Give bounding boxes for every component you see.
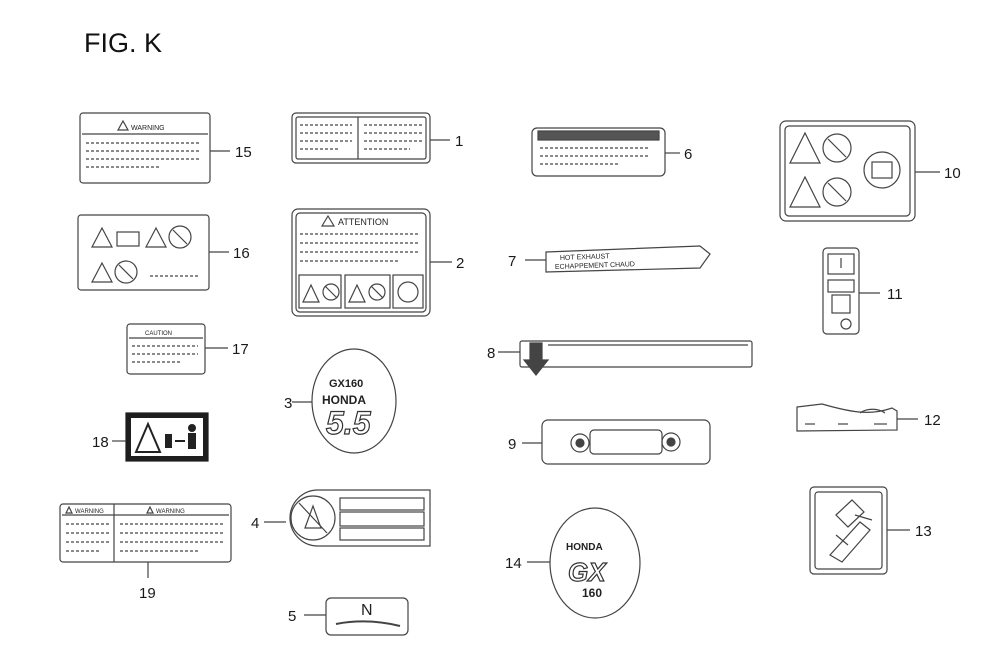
label-15-heading: WARNING (131, 125, 165, 132)
label-17-heading: CAUTION (145, 331, 172, 337)
label-10-decal (779, 120, 940, 222)
callout-17: 17 (232, 341, 249, 358)
callout-1: 1 (455, 133, 463, 150)
callout-12: 12 (924, 412, 941, 429)
label-14-model: GX (568, 557, 607, 587)
figure-title: FIG. K (84, 28, 163, 58)
callout-18: 18 (92, 434, 109, 451)
label-2-heading: ATTENTION (338, 217, 388, 227)
warning-triangle-icon (320, 214, 336, 227)
prohibition-icon (822, 177, 852, 207)
warning-triangle-icon (91, 261, 113, 283)
callout-3: 3 (284, 395, 292, 412)
warning-triangle-icon (134, 421, 162, 453)
label-4-decal (264, 489, 431, 547)
warning-triangle-icon (65, 505, 73, 514)
label-1-decal (291, 112, 450, 164)
label-2-attention-decal: ATTENTION (291, 208, 452, 317)
manual-icon (397, 281, 419, 303)
warning-triangle-icon (789, 175, 821, 208)
warning-triangle-icon (145, 226, 167, 248)
callout-8: 8 (487, 345, 495, 362)
prohibition-icon (322, 283, 340, 301)
label-7-line2: ECHAPPEMENT CHAUD (555, 261, 635, 271)
warning-triangle-icon (116, 119, 130, 131)
prohibition-icon (168, 225, 192, 249)
person-icon (188, 424, 196, 432)
callout-9: 9 (508, 436, 516, 453)
indicator-icon (661, 432, 681, 452)
callout-2: 2 (456, 255, 464, 272)
label-3-power: 5.5 (326, 405, 372, 441)
label-18-decal (112, 412, 209, 462)
label-13-decal (809, 486, 910, 575)
warning-triangle-icon (348, 283, 366, 303)
warning-triangle-icon (789, 131, 821, 164)
indicator-icon (570, 433, 590, 453)
callout-4: 4 (251, 515, 259, 532)
label-19-heading-left: WARNING (75, 509, 104, 515)
prohibition-icon (114, 260, 138, 284)
label-6-decal (531, 127, 680, 177)
label-14-number: 160 (582, 586, 602, 600)
callout-11: 11 (887, 286, 903, 303)
callout-10: 10 (944, 165, 961, 182)
spark-plug-icon (829, 521, 871, 563)
label-3-emblem: GX160 HONDA 5.5 (292, 348, 397, 454)
callout-16: 16 (233, 245, 250, 262)
no-fire-icon (290, 495, 336, 541)
label-9-decal (522, 419, 711, 465)
callout-19: 19 (139, 585, 156, 602)
label-14-brand: HONDA (566, 542, 603, 553)
label-19-warning-decal: WARNING WARNING (59, 503, 232, 578)
label-11-decal (822, 247, 880, 335)
label-15-warning-decal: WARNING (79, 112, 230, 184)
label-7-line1: HOT EXHAUST (560, 253, 611, 262)
label-12-decal (796, 403, 918, 432)
callout-6: 6 (684, 146, 692, 163)
label-7-hot-exhaust-decal: HOT EXHAUST ECHAPPEMENT CHAUD (525, 245, 711, 273)
label-17-caution-decal: CAUTION (126, 323, 228, 375)
prohibition-icon (368, 283, 386, 301)
callout-13: 13 (915, 523, 932, 540)
callout-14: 14 (505, 555, 522, 572)
label-3-model: GX160 (329, 378, 363, 390)
fuel-can-icon (835, 499, 865, 528)
label-14-emblem: HONDA GX 160 (527, 507, 641, 619)
warning-triangle-icon (91, 226, 113, 248)
label-8-decal (498, 340, 753, 376)
warning-triangle-icon (302, 283, 320, 303)
down-arrow-icon (522, 342, 550, 376)
prohibition-icon (822, 133, 852, 163)
callout-5: 5 (288, 608, 296, 625)
label-5-glyph: N (361, 602, 373, 619)
label-16-decal (77, 214, 229, 291)
choke-icon (859, 408, 886, 414)
callout-15: 15 (235, 144, 252, 161)
callout-7: 7 (508, 253, 516, 270)
label-19-heading-right: WARNING (156, 509, 185, 515)
manual-icon (863, 151, 901, 189)
warning-triangle-icon (146, 505, 154, 514)
label-5-neutral-decal: N (304, 597, 409, 636)
label-3-brand: HONDA (322, 393, 366, 407)
